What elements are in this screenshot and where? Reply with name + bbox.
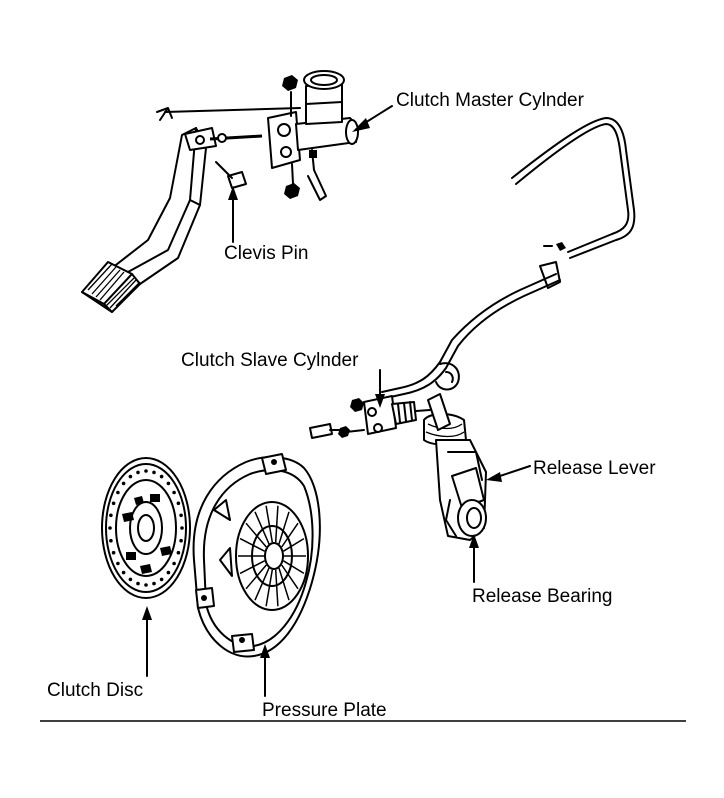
disc-rivet [109,513,113,518]
diaphragm-finger [278,567,290,601]
disc-rivet [136,581,140,586]
disc-rivet [109,538,113,543]
diaphragm-finger [239,537,265,552]
diaphragm-finger [265,505,274,543]
disc-rivet [144,469,148,473]
diaphragm-finger [265,569,274,607]
diaphragm-finger [274,569,279,607]
disc-rivet [121,570,126,575]
clutch-disc-icon [101,457,191,599]
diaphragm-finger [278,511,290,545]
disc-rivet [172,490,176,495]
diaphragm-finger [254,567,270,601]
callout-disc-arrow [142,606,152,677]
callout-master-arrow [352,105,393,132]
diaphragm-finger [245,522,267,548]
disc-rivet [152,581,156,586]
diaphragm-finger [245,564,267,590]
disc-rivet [116,490,120,495]
diaphragm-finger [281,522,299,548]
disc-rivet [152,470,156,475]
disc-rivet [128,577,133,582]
diaphragm-finger [254,511,270,545]
clevis-pin-icon [215,161,247,189]
disc-rivet [166,570,171,575]
disc-rivet [176,501,181,506]
diaphragm-finger [274,505,279,543]
disc-rivet [121,481,126,486]
label-release-bearing: Release Bearing [472,586,612,607]
callout-slave-arrow [375,369,385,408]
hydraulic-line-icon [381,117,636,399]
disc-rivet [179,538,183,543]
label-release-lever: Release Lever [533,458,656,479]
disc-rivet [111,501,116,506]
disc-rivet [172,561,176,566]
diaphragm-finger [283,537,305,552]
clutch-pedal-icon [81,107,301,313]
callout-bearing-arrow [469,534,479,583]
diaphragm-finger [283,560,305,575]
slave-cylinder-icon [309,395,431,439]
label-pressure-plate: Pressure Plate [262,700,387,721]
label-master-cylinder: Clutch Master Cylnder [396,90,585,111]
disc-rivet [166,481,171,486]
pressure-plate-icon [192,453,321,658]
diaphragm-finger [281,564,299,590]
callout-lever-arrow [486,465,531,482]
disc-rivet [136,470,140,475]
disc-rivet [128,474,133,479]
master-cylinder-icon [209,70,359,201]
disc-rivet [176,550,181,555]
disc-rivet [179,513,183,518]
callout-clevis-arrow [228,186,238,243]
label-clevis-pin: Clevis Pin [224,243,308,264]
callout-plate-arrow [260,644,270,697]
diaphragm-finger [239,560,265,575]
disc-rivet [111,550,116,555]
disc-rivet [159,577,164,582]
disc-rivet [159,474,164,479]
disc-rivet [180,526,184,530]
disc-rivet [144,583,148,587]
disc-rivet [108,526,112,530]
release-fork-icon [423,393,487,541]
disc-rivet [116,561,120,566]
label-slave-cylinder: Clutch Slave Cylnder [181,350,359,371]
label-clutch-disc: Clutch Disc [47,680,143,701]
